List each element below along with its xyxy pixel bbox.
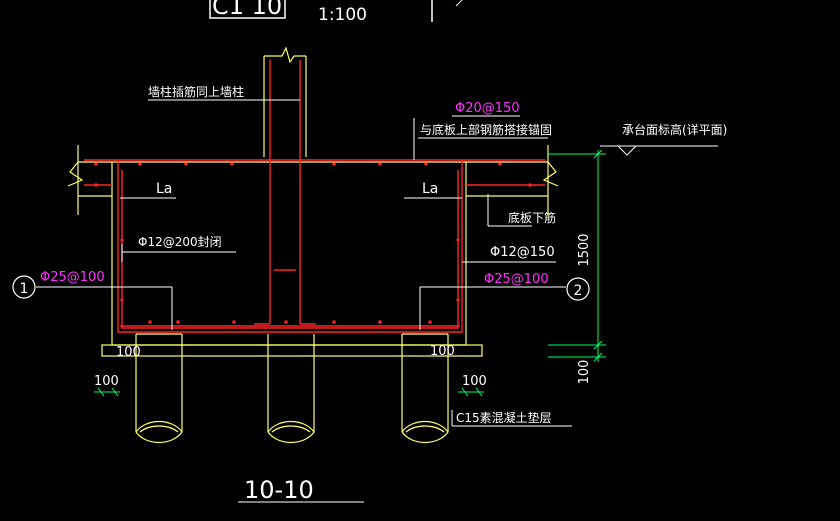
dim-height: 1500: [577, 233, 592, 266]
la-right-label: La: [422, 181, 438, 197]
bottom-rebar-note: 底板下筋: [508, 210, 556, 225]
dim-cushion-thickness: 100: [577, 360, 592, 385]
dim-right-projection: 100: [430, 344, 455, 359]
concrete-outline: [67, 46, 559, 444]
dimension-lines: [94, 145, 718, 397]
top-anchor-note: 与底板上部钢筋搭接锚固: [420, 122, 552, 137]
wall-rebar-note: 墙柱插筋同上墙柱: [148, 84, 244, 99]
right-bar-spec: Φ25@100: [484, 272, 549, 287]
header-partial-title: C1 10: [212, 0, 282, 20]
top-rebar-spec: Φ20@150: [455, 101, 520, 116]
sheet-header: C1 10 1:100: [209, 0, 463, 25]
callout-left-number: 1: [20, 281, 29, 297]
dim-pile-left-offset: 100: [94, 374, 119, 389]
rebar-cage: [84, 60, 545, 333]
rebar-dots: [94, 162, 532, 324]
stirrup-spec: Φ12@200封闭: [138, 235, 222, 249]
section-title: 10-10: [244, 476, 314, 504]
la-left-label: La: [156, 181, 172, 197]
callout-left: 1: [12, 275, 36, 299]
cushion-note: C15素混凝土垫层: [456, 410, 552, 425]
header-scale: 1:100: [318, 5, 367, 25]
side-rebar-spec: Φ12@150: [490, 245, 555, 260]
callout-right: 2: [566, 277, 590, 301]
left-bar-spec: Φ25@100: [40, 270, 105, 285]
dim-pile-right-offset: 100: [462, 374, 487, 389]
leader-lines: [36, 99, 572, 503]
cap-elevation-note: 承台面标高(详平面): [622, 122, 727, 137]
dim-left-projection: 100: [116, 345, 141, 360]
callout-right-number: 2: [574, 283, 583, 299]
